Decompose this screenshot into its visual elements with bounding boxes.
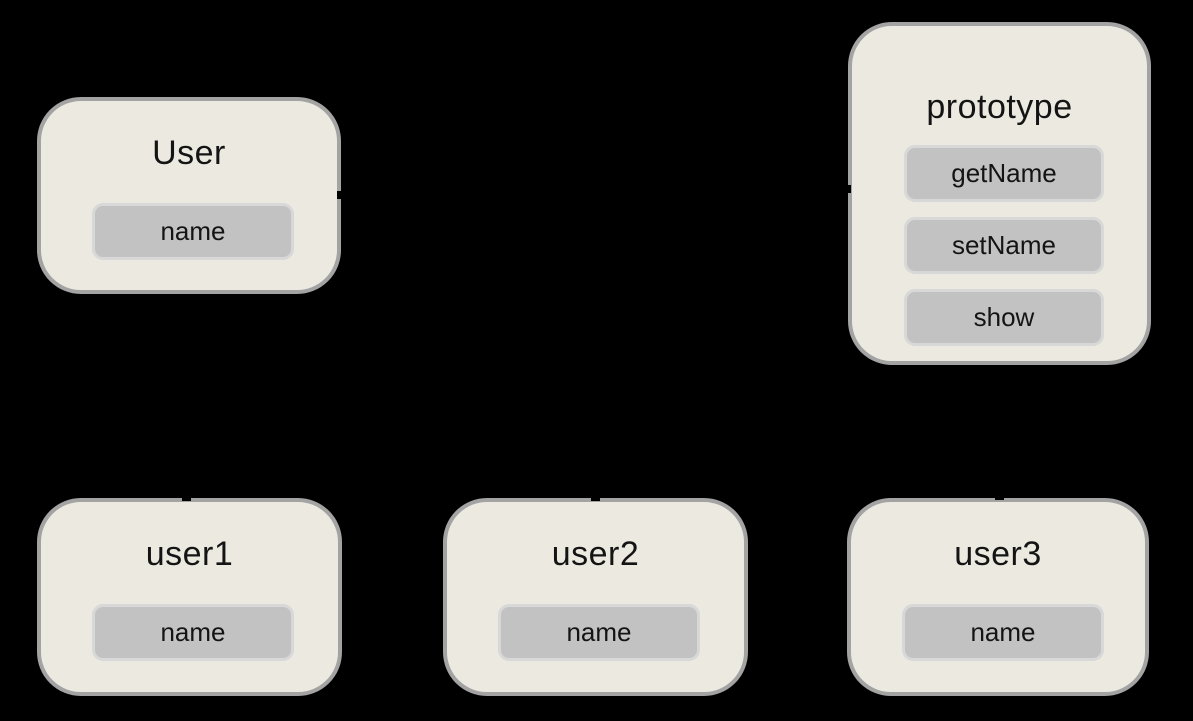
node-user-field-name: name xyxy=(92,203,294,260)
node-user3-title: user3 xyxy=(954,535,1042,573)
node-user2: user2 name xyxy=(443,498,748,696)
connector-stub xyxy=(182,494,191,501)
connector-stub xyxy=(842,185,851,193)
node-user-title: User xyxy=(152,134,226,172)
node-user3-field-name: name xyxy=(902,604,1104,661)
node-prototype-title: prototype xyxy=(926,88,1073,126)
node-user1: user1 name xyxy=(37,498,342,696)
connector-stub xyxy=(337,191,345,199)
node-prototype-field-show: show xyxy=(904,289,1104,346)
node-user: User name xyxy=(37,97,341,294)
node-user2-field-name: name xyxy=(498,604,700,661)
node-prototype-field-setname: setName xyxy=(904,217,1104,274)
node-user3: user3 name xyxy=(847,498,1149,696)
node-user1-title: user1 xyxy=(145,535,234,573)
connector-stub xyxy=(591,494,600,501)
node-prototype-field-getname: getName xyxy=(904,145,1104,202)
node-user2-title: user2 xyxy=(551,535,640,573)
node-prototype: prototype getName setName show xyxy=(848,22,1151,365)
node-user1-field-name: name xyxy=(92,604,294,661)
connector-stub xyxy=(995,493,1004,500)
